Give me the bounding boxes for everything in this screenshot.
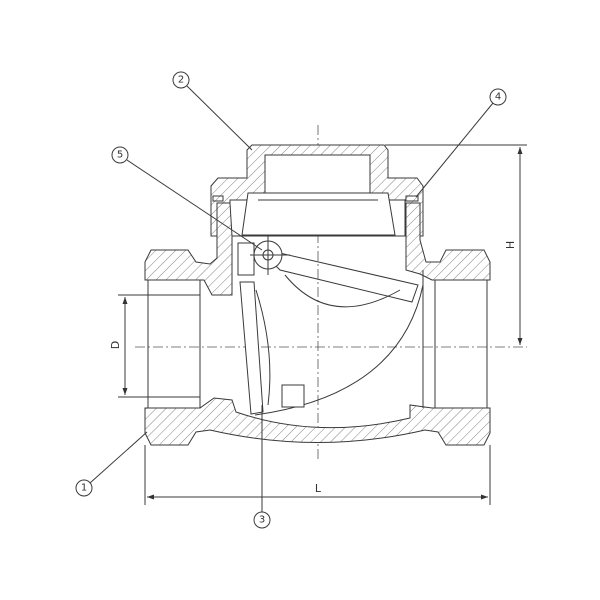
callout-1 (75, 479, 93, 497)
callout-5-leader (126, 159, 263, 251)
callout-3-label: 3 (259, 515, 265, 526)
callout-2 (172, 71, 190, 89)
swing-disc (239, 281, 264, 415)
dimension-d-label: D (109, 341, 122, 349)
gasket (405, 195, 419, 202)
left-bore-thread (147, 279, 201, 409)
body-lower (144, 397, 491, 446)
bonnet-cavity (264, 154, 371, 194)
bonnet-plug (241, 192, 396, 236)
callout-5 (111, 146, 129, 164)
callout-3 (253, 511, 271, 529)
callout-5-label: 5 (117, 150, 123, 161)
body-right-upper (405, 202, 491, 281)
callout-2-label: 2 (178, 75, 184, 86)
body-left-upper (144, 202, 233, 296)
callout-2-leader (186, 85, 253, 151)
callout-1-leader (89, 431, 148, 484)
disc-outline (284, 274, 401, 308)
right-bore-thread (434, 279, 488, 409)
callout-4-label: 4 (495, 92, 501, 103)
dimension-h-label: H (504, 241, 517, 249)
callout-4 (489, 88, 507, 106)
dimension-l-label: L (315, 482, 322, 495)
hinge-block (237, 242, 255, 276)
disc-face (255, 289, 271, 406)
callout-4-leader (415, 102, 494, 198)
valve-seat-curve (254, 284, 424, 416)
disc-nut (281, 384, 305, 408)
callout-1-label: 1 (81, 483, 87, 494)
gasket-left (212, 195, 224, 202)
